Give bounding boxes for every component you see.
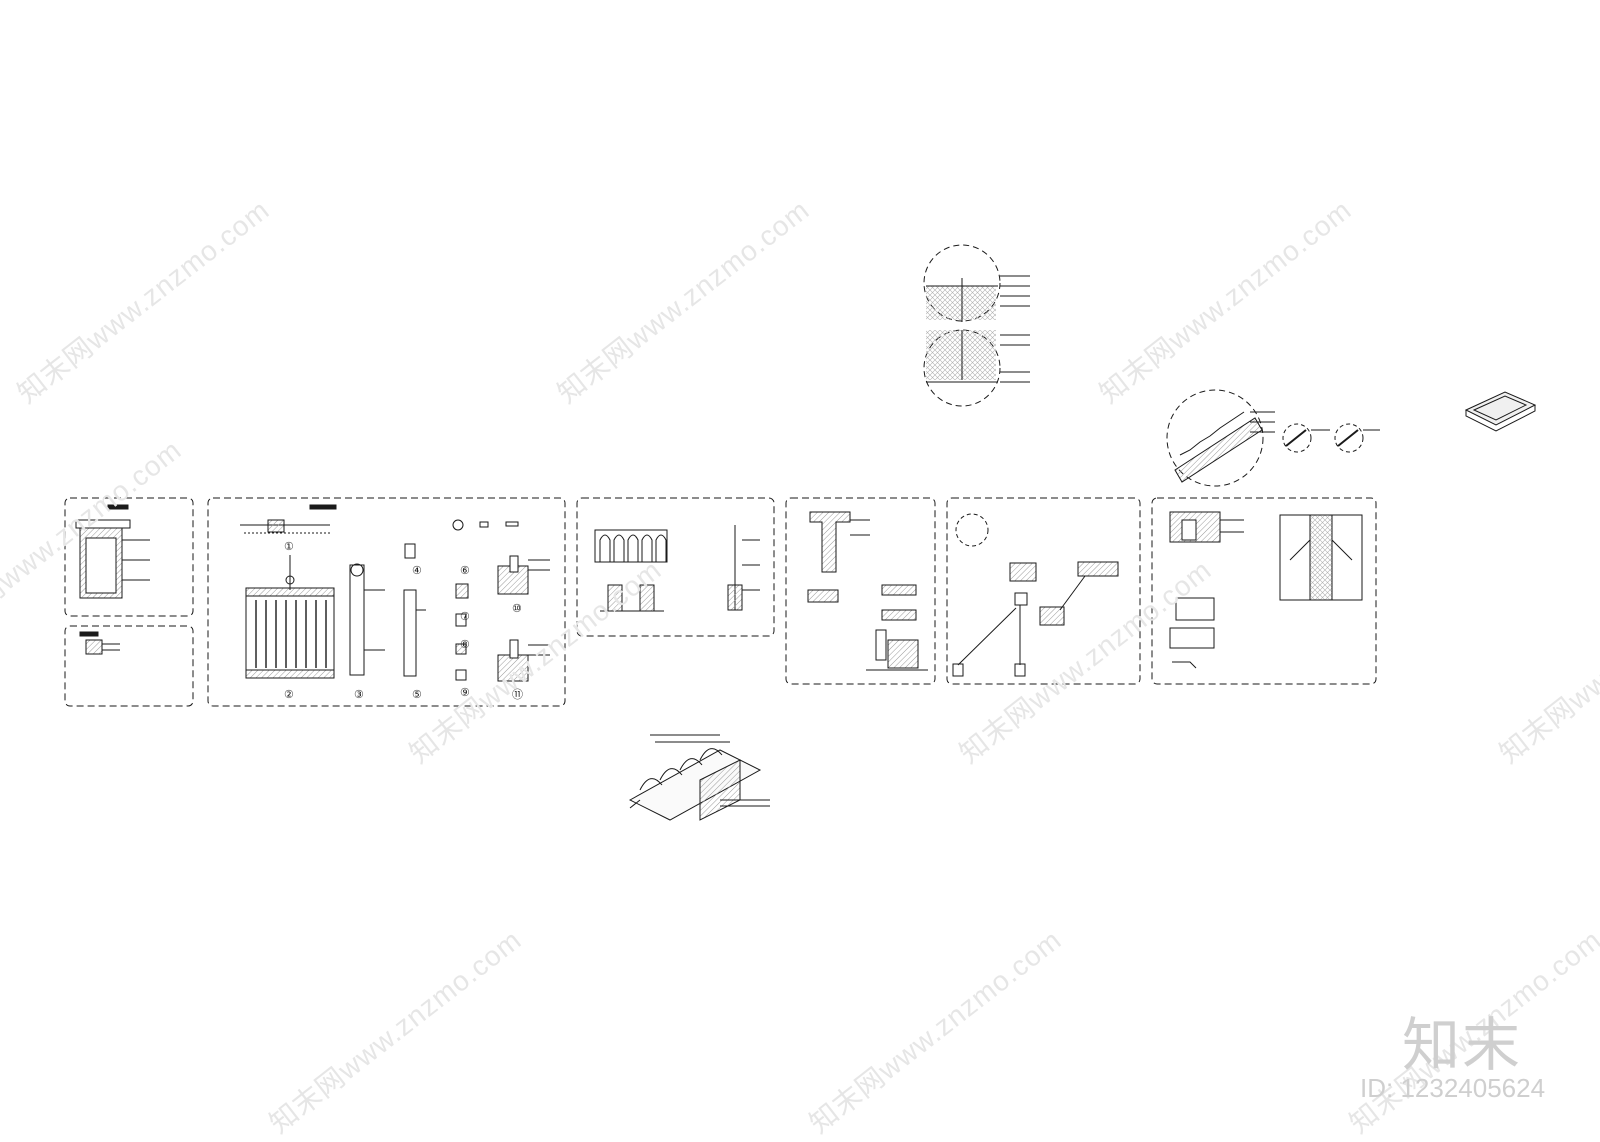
- detail-number-11: ⑪: [512, 688, 523, 701]
- brand-logo: 知末: [1402, 1011, 1523, 1079]
- sheet-frame-5: [946, 497, 1141, 685]
- detail-number-3: ③: [354, 689, 364, 701]
- sheet-5-details: [952, 513, 1119, 677]
- sheet-1b-detail: [79, 631, 120, 655]
- sheet-3-fence: [594, 525, 760, 612]
- sheet-2-elevation: [240, 504, 550, 682]
- detail-number-8: ⑧: [460, 639, 470, 651]
- sheet-frame-1b: [64, 625, 194, 707]
- detail-number-6: ⑥: [460, 565, 470, 577]
- sheet-frame-4: [785, 497, 936, 685]
- detail-number-4: ④: [412, 565, 422, 577]
- detail-number-2: ②: [284, 689, 294, 701]
- detail-number-7: ⑦: [460, 611, 470, 623]
- sheet-frame-1a: [64, 497, 194, 617]
- sheet-frame-6: [1151, 497, 1377, 685]
- id-label: ID: 1232405624: [1360, 1073, 1546, 1103]
- detail-number-5: ⑤: [412, 689, 422, 701]
- detail-number-10: ⑩: [512, 603, 522, 615]
- detail-number-9: ⑨: [460, 687, 470, 699]
- isometric-tray: [1464, 391, 1537, 432]
- isometric-roof-structure: [628, 734, 770, 821]
- detail-number-1: ①: [284, 541, 294, 553]
- sheet-frame-3: [576, 497, 775, 637]
- circle-detail-roof: [1166, 389, 1380, 487]
- circle-detail-middle: [923, 329, 1030, 407]
- sheet-6-details: [1169, 511, 1363, 669]
- circle-detail-top: [923, 244, 1030, 322]
- sheet-frame-2: [207, 497, 566, 707]
- sheet-4-details: [807, 511, 928, 671]
- sheet-1a-section: [75, 504, 150, 599]
